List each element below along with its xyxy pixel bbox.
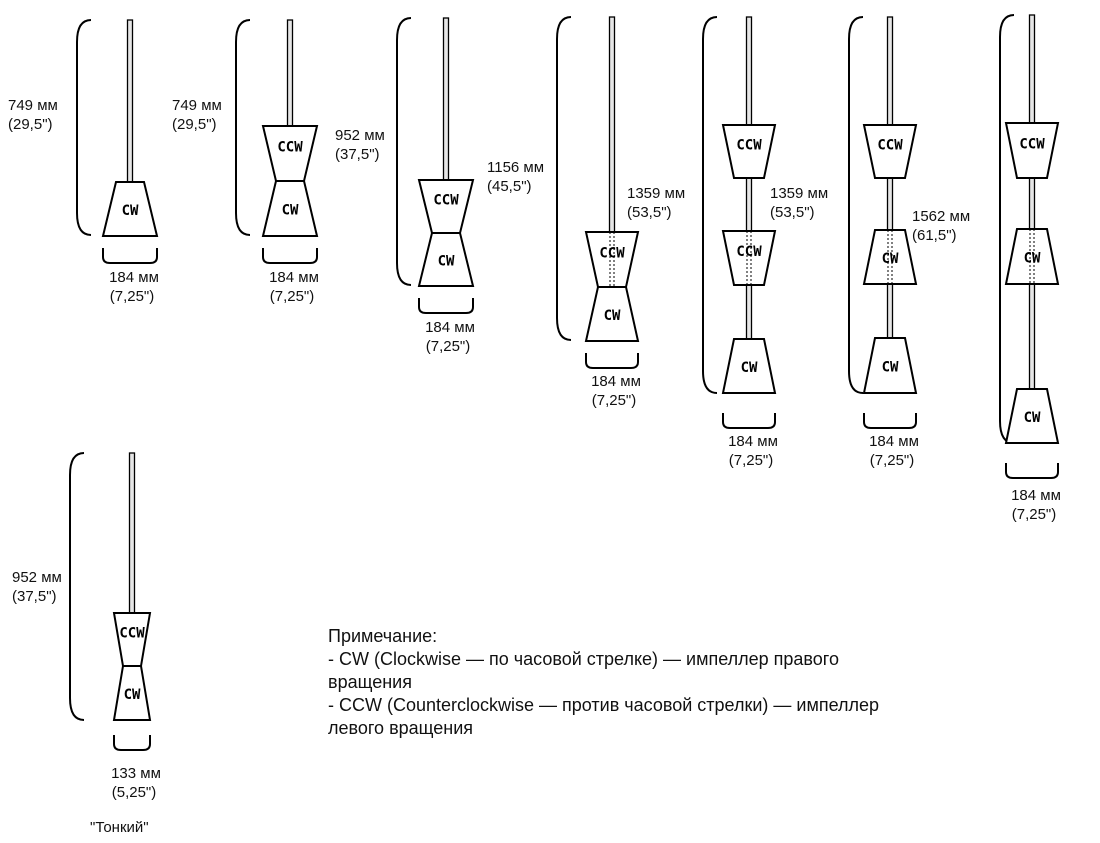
height-mm: 1562 мм [912,208,970,225]
width-mm: 184 мм [728,433,778,450]
height-mm: 1359 мм [627,185,685,202]
cw-impeller-shade [417,232,475,287]
cw-impeller-shade [101,181,159,237]
width-in: (7,25") [729,452,774,469]
cw-impeller-shade [862,337,918,394]
width-in: (5,25") [112,784,157,801]
height-in: (37,5") [12,588,57,605]
cw-impeller-shade [862,229,918,285]
cw-impeller-shade [261,180,319,237]
width-bracket [863,413,917,429]
width-bracket [722,413,776,429]
width-in: (7,25") [1012,506,1057,523]
downrod [1028,14,1036,390]
fan-figure: CCW CW CW 184 мм (7,25") 1359 мм (53,5") [770,16,919,469]
rotation-label: CW [122,203,139,219]
height-bracket [848,16,864,394]
cw-impeller-shade [721,338,777,394]
width-mm: 133 мм [111,765,161,782]
downrod [126,19,134,183]
rotation-label: CW [124,687,141,703]
fan-figure: CCW CW 184 мм (7,25") 1156 мм (45,5") [487,16,641,409]
height-mm: 952 мм [12,569,62,586]
height-mm: 952 мм [335,127,385,144]
width-mm: 184 мм [1011,487,1061,504]
cw-impeller-shade [584,286,640,342]
fan-figure: CCW CW 184 мм (7,25") 952 мм (37,5") [335,17,475,355]
note-line: - CW (Clockwise — по часовой стрелке) — … [328,649,839,669]
height-bracket [999,14,1015,444]
width-mm: 184 мм [425,319,475,336]
height-bracket [702,16,718,394]
width-bracket [262,248,318,264]
ccw-impeller-shade [1004,122,1060,179]
rotation-label: CCW [1019,137,1045,153]
ccw-impeller-shade [721,124,777,179]
height-mm: 749 мм [8,97,58,114]
height-in: (53,5") [627,204,672,221]
note-block: Примечание: - CW (Clockwise — по часовой… [328,625,1048,740]
note-line: вращения [328,672,412,692]
height-in: (53,5") [770,204,815,221]
ccw-impeller-shade [862,124,918,179]
height-mm: 1156 мм [487,159,544,176]
note-title: Примечание: [328,626,438,646]
cw-impeller-shade [1004,228,1060,285]
width-mm: 184 мм [869,433,919,450]
rotation-label: CCW [599,246,625,262]
width-bracket [1005,463,1059,479]
height-in: (29,5") [172,116,217,133]
rotation-label: CCW [277,140,303,156]
width-bracket [418,298,474,314]
note-line: левого вращения [328,718,474,738]
width-in: (7,25") [870,452,915,469]
rotation-label: CW [741,360,758,376]
rotation-label: CW [882,251,899,267]
rotation-label: CW [1024,410,1041,426]
fan-figure: CCW CW 133 мм (5,25") 952 мм (37,5") "Тонкий" [12,452,161,836]
height-bracket [396,17,412,286]
width-mm: 184 мм [269,269,319,286]
width-bracket [102,248,158,264]
rotation-label: CW [882,360,899,376]
rotation-label: CCW [736,138,762,154]
figure-caption: "Тонкий" [90,819,149,836]
height-in: (29,5") [8,116,53,133]
height-in: (45,5") [487,178,532,195]
rotation-label: CCW [736,244,762,260]
fan-figure: CW 184 мм (7,25") 749 мм (29,5") [8,19,159,305]
rotation-label: CW [438,254,455,270]
height-bracket [235,19,251,236]
width-mm: 184 мм [591,373,641,390]
fan-figure: CCW CW 184 мм (7,25") 749 мм (29,5") [172,19,319,305]
rotation-label: CW [282,203,299,219]
ccw-impeller-shade [721,230,777,286]
height-bracket [69,452,85,721]
rotation-label: CW [604,308,621,324]
height-mm: 1359 мм [770,185,828,202]
width-in: (7,25") [592,392,637,409]
height-in: (37,5") [335,146,380,163]
width-mm: 184 мм [109,269,159,286]
height-mm: 749 мм [172,97,222,114]
cw-impeller-shade [112,665,152,721]
height-bracket [556,16,572,341]
width-bracket [585,353,639,369]
rotation-label: CW [1024,251,1041,267]
note-line: - CCW (Counterclockwise — против часовой… [328,695,880,715]
fan-figure: CCW CW CW 184 мм (7,25") 1562 мм (61,5") [912,14,1061,523]
width-in: (7,25") [110,288,155,305]
rotation-label: CCW [119,626,145,642]
height-bracket [76,19,92,236]
rotation-label: CCW [433,193,459,209]
height-in: (61,5") [912,227,957,244]
width-bracket [113,735,151,751]
width-in: (7,25") [270,288,315,305]
cw-impeller-shade [1004,388,1060,444]
width-in: (7,25") [426,338,471,355]
rotation-label: CCW [877,138,903,154]
fan-figure: CCW CCW CW 184 мм (7,25") 1359 мм (53,5") [627,16,778,469]
